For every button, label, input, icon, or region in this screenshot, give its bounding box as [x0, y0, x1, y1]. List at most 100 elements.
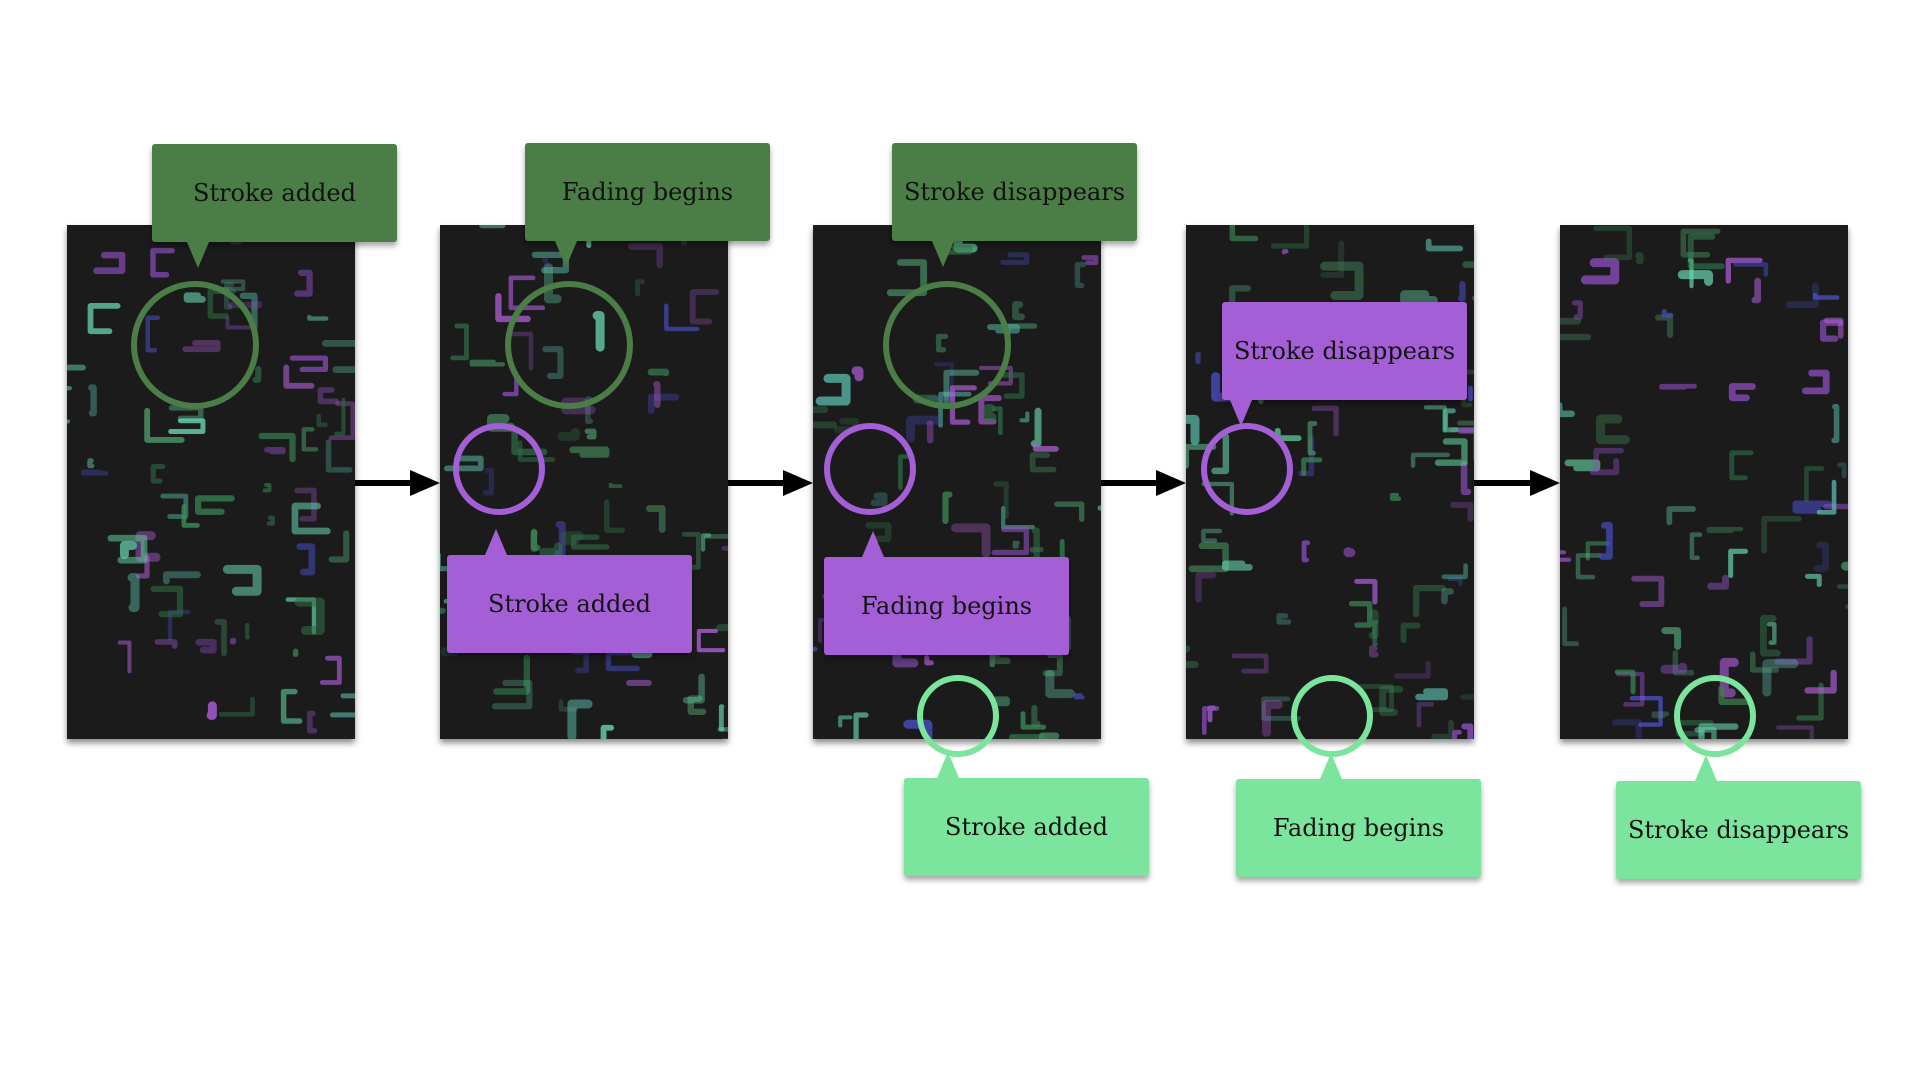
callout-label: Fading begins	[561, 178, 734, 206]
stroke-mark	[1320, 261, 1364, 300]
stroke-mark	[107, 534, 148, 564]
stroke-mark	[119, 540, 137, 560]
stroke-mark	[1792, 500, 1832, 514]
stroke-mark	[1831, 403, 1840, 444]
stroke-mark	[87, 302, 121, 335]
stroke-mark	[1186, 443, 1217, 469]
stroke-mark	[813, 646, 818, 652]
stroke-mark	[539, 542, 563, 557]
stroke-mark	[1012, 301, 1025, 321]
stroke-mark	[1823, 503, 1848, 510]
stroke-mark	[1447, 576, 1463, 586]
highlight-ring-dark-3	[883, 281, 1011, 409]
stroke-mark	[996, 372, 1025, 399]
stroke-mark	[815, 373, 851, 406]
callout-light-fading-begins: Fading begins	[1236, 753, 1481, 877]
stroke-mark	[195, 495, 235, 515]
stroke-mark	[905, 415, 943, 443]
stroke-mark	[1012, 540, 1020, 549]
stroke-mark	[1816, 479, 1837, 515]
stroke-mark	[1589, 457, 1620, 476]
stroke-mark	[944, 245, 973, 255]
stroke-mark	[1729, 450, 1754, 481]
stroke-mark	[93, 251, 126, 274]
stroke-mark	[307, 314, 329, 321]
stroke-mark	[653, 381, 661, 408]
stroke-mark	[1097, 505, 1101, 511]
callout-purple-stroke-disappears: Stroke disappears	[1222, 302, 1467, 426]
stroke-mark	[1749, 651, 1779, 673]
stroke-mark	[1585, 541, 1611, 561]
callout-dark-stroke-added: Stroke added	[152, 144, 397, 268]
highlight-ring-dark-1	[131, 281, 259, 409]
callout-label: Stroke added	[945, 813, 1108, 841]
stroke-mark	[1651, 711, 1670, 719]
stroke-mark	[1611, 719, 1642, 739]
stroke-mark	[838, 715, 853, 728]
stroke-mark	[717, 727, 728, 739]
highlight-ring-light-1	[917, 675, 999, 757]
callout-label: Fading begins	[860, 592, 1033, 620]
stroke-mark	[280, 688, 303, 724]
stroke-mark	[127, 573, 140, 613]
stroke-mark	[530, 530, 538, 553]
stroke-mark	[1635, 252, 1644, 265]
stroke-mark	[853, 712, 869, 739]
arrow-3-to-4	[1101, 468, 1186, 498]
stroke-mark	[1301, 540, 1311, 563]
stroke-mark	[262, 482, 272, 493]
highlight-ring-purple-1	[453, 423, 545, 515]
stroke-mark	[1031, 704, 1041, 727]
stroke-mark	[1598, 522, 1613, 560]
stroke-mark	[1186, 645, 1199, 668]
stroke-mark	[1571, 300, 1583, 320]
stroke-mark	[1368, 645, 1379, 658]
stroke-mark	[1460, 460, 1472, 496]
stroke-mark	[1000, 252, 1030, 266]
stroke-mark	[1687, 233, 1725, 270]
stroke-mark	[1443, 408, 1460, 433]
stroke-mark	[700, 533, 712, 552]
stroke-mark	[168, 418, 206, 434]
stroke-mark	[681, 531, 701, 570]
stroke-mark	[1672, 650, 1695, 676]
stroke-mark	[1320, 240, 1345, 278]
stroke-mark	[1580, 258, 1620, 285]
stroke-mark	[330, 693, 355, 718]
arrow-2-to-3	[728, 468, 813, 498]
stroke-mark	[301, 427, 319, 452]
stroke-mark	[252, 366, 262, 383]
stroke-mark	[942, 491, 953, 525]
stroke-mark	[1074, 261, 1087, 289]
highlight-ring-dark-2	[505, 281, 633, 409]
stroke-art-4	[1186, 225, 1474, 739]
stroke-mark	[628, 243, 663, 269]
stroke-mark	[1661, 308, 1674, 318]
stroke-mark	[560, 531, 584, 546]
stroke-mark	[1762, 659, 1799, 697]
stroke-mark	[1761, 515, 1802, 554]
stroke-mark	[1689, 532, 1703, 561]
stroke-mark	[1614, 669, 1636, 695]
stroke-mark	[1452, 729, 1462, 739]
stroke-mark	[1728, 548, 1749, 579]
stroke-mark	[530, 528, 541, 551]
stroke-mark	[600, 724, 615, 739]
stroke-mark	[162, 571, 201, 585]
stroke-mark	[168, 405, 204, 422]
stroke-mark	[1186, 414, 1200, 446]
stroke-mark	[1281, 249, 1289, 255]
stroke-mark	[1457, 427, 1474, 461]
highlight-ring-purple-2	[824, 423, 916, 515]
stroke-mark	[1659, 383, 1697, 390]
stroke-mark	[150, 464, 166, 484]
arrow-4-to-5	[1474, 468, 1560, 498]
stroke-mark	[991, 406, 1003, 436]
stroke-mark	[150, 585, 184, 618]
stroke-mark	[571, 649, 590, 674]
stroke-mark	[1301, 457, 1323, 477]
stroke-mark	[1039, 732, 1060, 739]
stroke-mark	[647, 393, 680, 414]
stroke-mark	[554, 521, 566, 557]
stroke-mark	[144, 407, 185, 443]
